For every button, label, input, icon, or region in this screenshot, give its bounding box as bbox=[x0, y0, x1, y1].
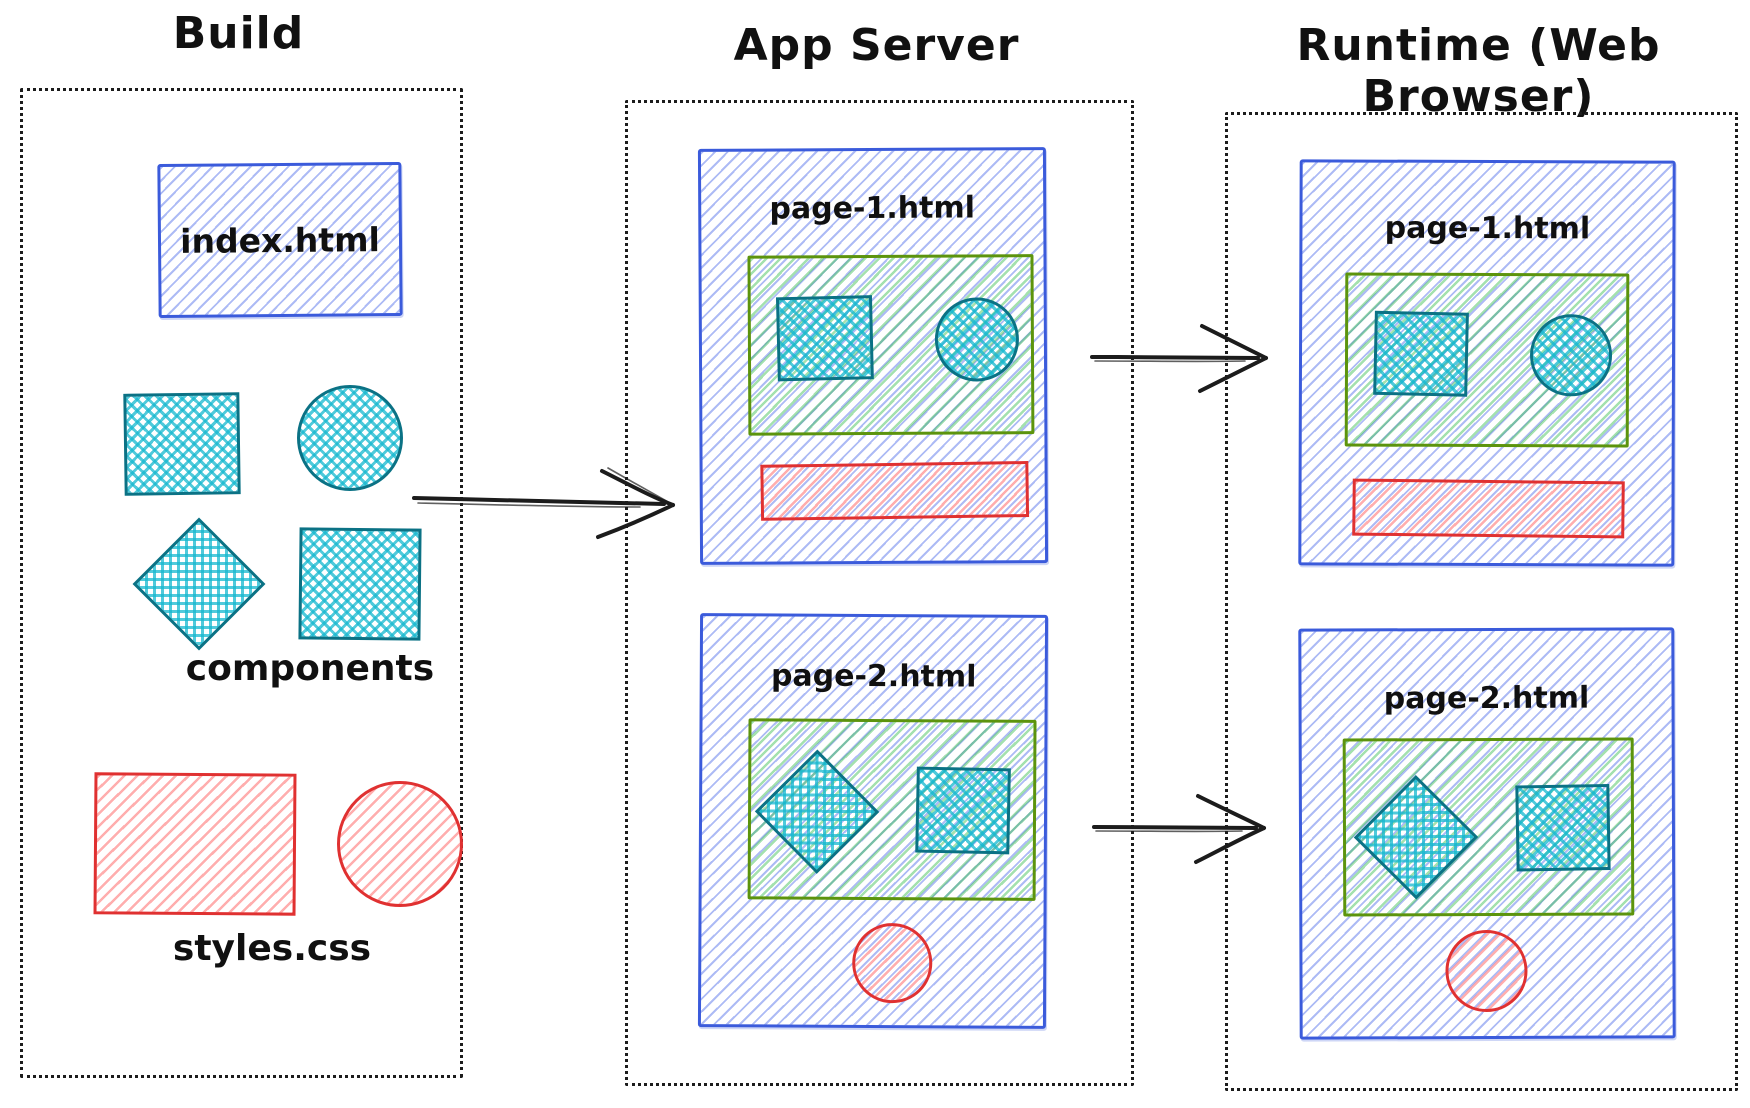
runtime-page2-card: page-2.html bbox=[1298, 627, 1676, 1040]
runtime-page1-teal-square bbox=[1373, 310, 1469, 397]
component-square-2 bbox=[298, 527, 422, 641]
build-column-title: Build bbox=[172, 8, 305, 59]
runtime-page2-green-panel bbox=[1342, 737, 1635, 917]
runtime-page2-teal-square bbox=[1515, 784, 1611, 872]
runtime-page2-red-circle bbox=[1445, 929, 1528, 1013]
runtime-column-title: Runtime (Web Browser) bbox=[1296, 20, 1661, 122]
app-server-page2-green-panel bbox=[747, 718, 1037, 901]
runtime-page2-title: page-2.html bbox=[1383, 680, 1590, 717]
component-circle bbox=[297, 385, 403, 491]
index-html-label: index.html bbox=[180, 219, 380, 261]
app-server-page2-teal-square bbox=[915, 766, 1011, 855]
app-server-page2-title: page-2.html bbox=[770, 658, 977, 695]
app-server-page1-teal-square bbox=[775, 295, 874, 382]
styles-circle bbox=[337, 781, 463, 907]
runtime-page1-green-panel bbox=[1344, 272, 1630, 448]
app-server-column-title: App Server bbox=[733, 20, 1020, 71]
runtime-section-border bbox=[1225, 112, 1738, 1091]
runtime-page1-red-bar bbox=[1352, 478, 1625, 539]
app-server-page1-green-panel bbox=[747, 254, 1035, 436]
app-server-page2-red-circle bbox=[852, 922, 933, 1004]
app-server-page1-title: page-1.html bbox=[769, 190, 976, 227]
components-label: components bbox=[185, 648, 435, 689]
app-server-page1-card: page-1.html bbox=[697, 147, 1049, 565]
styles-css-label: styles.css bbox=[172, 928, 372, 969]
runtime-page1-teal-circle bbox=[1529, 314, 1613, 397]
app-server-page1-red-bar bbox=[760, 461, 1030, 521]
runtime-page1-title: page-1.html bbox=[1384, 210, 1591, 247]
app-server-section-border bbox=[625, 100, 1134, 1086]
component-square-1 bbox=[123, 392, 241, 496]
app-server-page2-teal-diamond bbox=[754, 749, 880, 874]
styles-rect bbox=[93, 772, 297, 916]
app-server-page2-card: page-2.html bbox=[697, 613, 1049, 1029]
runtime-page2-teal-diamond bbox=[1353, 775, 1479, 900]
runtime-page1-card: page-1.html bbox=[1298, 159, 1676, 567]
app-server-page1-teal-circle bbox=[934, 297, 1020, 382]
build-section-border bbox=[20, 88, 463, 1078]
index-html-card: index.html bbox=[157, 161, 403, 319]
